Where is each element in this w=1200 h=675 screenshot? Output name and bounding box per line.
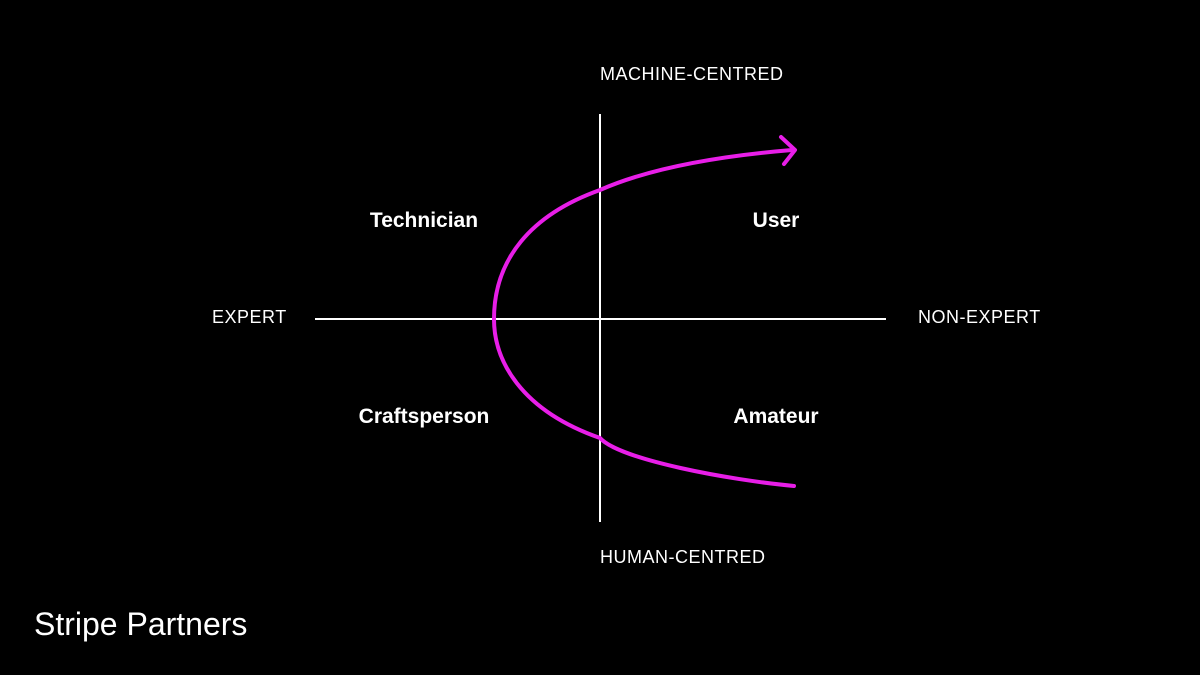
quadrant-label-technician: Technician (369, 209, 479, 232)
quadrant-label-user: User (752, 209, 800, 232)
axis-label-right: NON-EXPERT (918, 307, 1041, 327)
arrowhead-icon (779, 135, 797, 166)
axis-label-bottom: HUMAN-CENTRED (600, 547, 766, 567)
trajectory-curve (491, 148, 796, 488)
quadrant-label-craftsperson: Craftsperson (358, 405, 490, 428)
quadrant-label-amateur: Amateur (733, 405, 819, 428)
axis-label-left: EXPERT (212, 307, 287, 327)
axis-label-top: MACHINE-CENTRED (600, 64, 784, 84)
brand-logo-text: Stripe Partners (34, 606, 248, 642)
